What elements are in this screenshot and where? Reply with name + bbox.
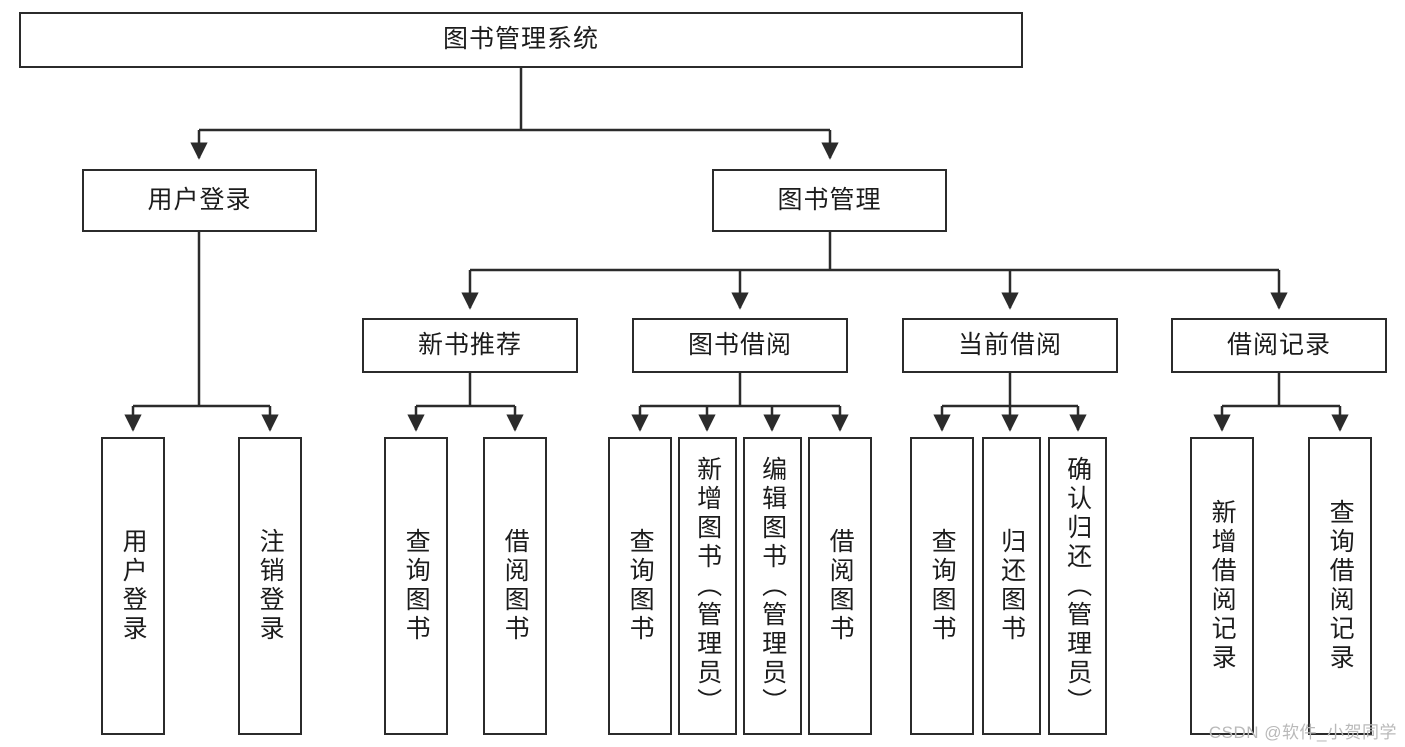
- csdn-watermark: CSDN @软件_小贺同学: [1208, 723, 1397, 742]
- node-label: 归还图书: [997, 528, 1026, 644]
- leaf-current-query-book[interactable]: 查询图书: [910, 437, 974, 735]
- node-label: 借阅图书: [826, 528, 855, 644]
- node-label: 图书管理: [777, 185, 882, 214]
- node-label: 借阅记录: [1226, 330, 1331, 359]
- leaf-borrow-add-book-admin[interactable]: 新增图书（管理员）: [678, 437, 737, 735]
- node-label: 当前借阅: [957, 330, 1062, 359]
- node-borrow-record[interactable]: 借阅记录: [1171, 318, 1387, 373]
- node-user-login[interactable]: 用户登录: [82, 169, 317, 232]
- node-label: 新增图书（管理员）: [693, 455, 722, 717]
- node-label: 图书管理系统: [442, 25, 599, 54]
- node-label: 查询借阅记录: [1326, 499, 1355, 673]
- leaf-user-login-logout[interactable]: 注销登录: [238, 437, 302, 735]
- node-label: 注销登录: [256, 528, 285, 644]
- node-root-book-management-system[interactable]: 图书管理系统: [19, 12, 1023, 68]
- node-new-book-recommend[interactable]: 新书推荐: [362, 318, 578, 373]
- node-label: 确认归还（管理员）: [1063, 455, 1092, 717]
- leaf-recommend-borrow-book[interactable]: 借阅图书: [483, 437, 547, 735]
- node-label: 新增借阅记录: [1208, 499, 1237, 673]
- node-book-management[interactable]: 图书管理: [712, 169, 947, 232]
- leaf-current-confirm-return-admin[interactable]: 确认归还（管理员）: [1048, 437, 1107, 735]
- leaf-recommend-query-book[interactable]: 查询图书: [384, 437, 448, 735]
- leaf-borrow-query-book[interactable]: 查询图书: [608, 437, 672, 735]
- node-label: 查询图书: [928, 528, 957, 644]
- leaf-user-login-login[interactable]: 用户登录: [101, 437, 165, 735]
- leaf-borrow-borrow-book[interactable]: 借阅图书: [808, 437, 872, 735]
- node-book-borrow[interactable]: 图书借阅: [632, 318, 848, 373]
- node-label: 查询图书: [402, 528, 431, 644]
- node-label: 用户登录: [147, 185, 252, 214]
- node-current-borrow[interactable]: 当前借阅: [902, 318, 1118, 373]
- node-label: 用户登录: [119, 528, 148, 644]
- node-label: 借阅图书: [501, 528, 530, 644]
- leaf-borrow-edit-book-admin[interactable]: 编辑图书（管理员）: [743, 437, 802, 735]
- node-label: 编辑图书（管理员）: [758, 455, 787, 717]
- node-label: 新书推荐: [417, 330, 522, 359]
- node-label: 图书借阅: [687, 330, 792, 359]
- leaf-record-query-borrow-record[interactable]: 查询借阅记录: [1308, 437, 1372, 735]
- leaf-current-return-book[interactable]: 归还图书: [982, 437, 1041, 735]
- node-label: 查询图书: [626, 528, 655, 644]
- leaf-record-add-borrow-record[interactable]: 新增借阅记录: [1190, 437, 1254, 735]
